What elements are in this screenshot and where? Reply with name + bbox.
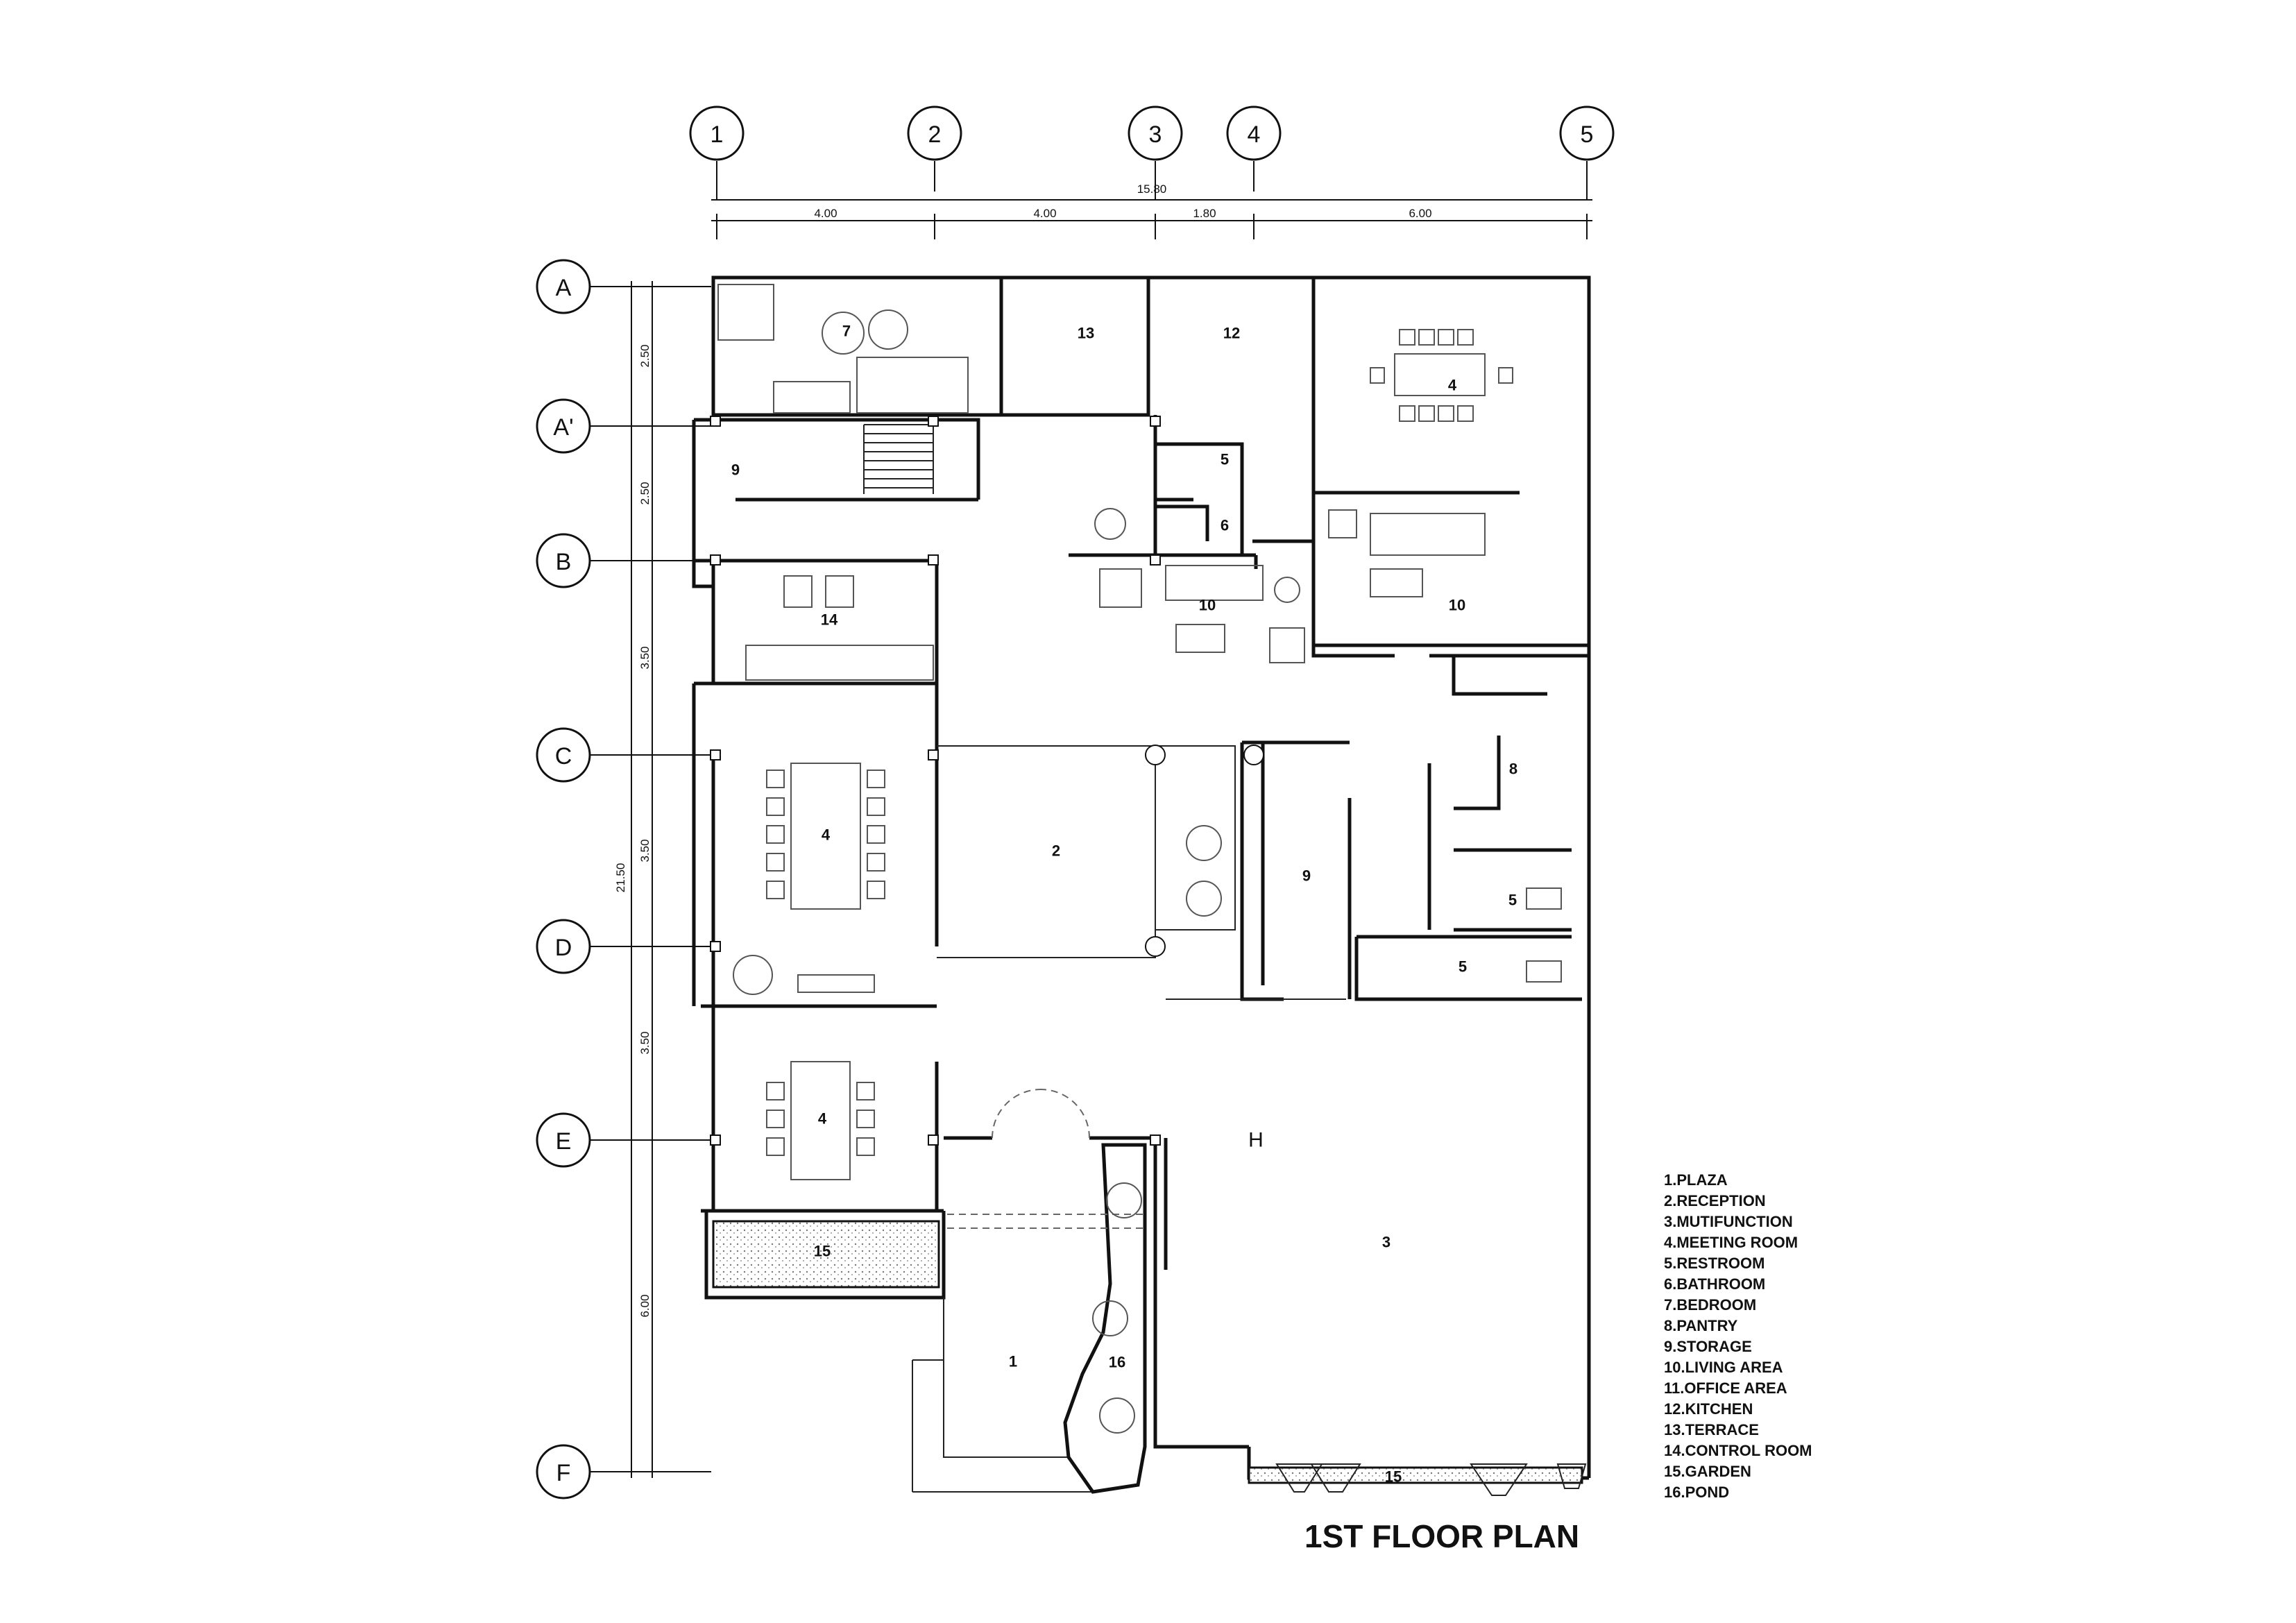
grid-row-d: D [536,919,711,974]
legend-item: 6.BATHROOM [1664,1275,1765,1293]
grid-row-label: A [556,275,572,301]
grid-row-label: E [556,1128,572,1155]
room-label-pond: 16 [1109,1354,1125,1371]
room-label-garden: 15 [814,1243,831,1260]
grid-row-label: C [555,743,572,770]
legend-item: 11.OFFICE AREA [1664,1379,1787,1397]
grid-column-label: 5 [1581,121,1594,148]
room-label-plaza: 1 [1009,1353,1017,1370]
grid-row-a: A [536,259,711,314]
furniture [710,284,1562,1434]
stair [864,424,934,494]
legend-item: 12.KITCHEN [1664,1400,1753,1418]
dimension-vertical: 3.50 [638,646,652,669]
room-label-h: H [1248,1129,1264,1152]
room-label-pantry: 8 [1509,760,1517,778]
room-label-restroom: 5 [1508,892,1517,909]
room-label-storage: 9 [731,461,740,479]
grid-column-3: 3 [1128,105,1183,200]
legend: 1.PLAZA 2.RECEPTION 3.MUTIFUNCTION 4.MEE… [1664,1171,1812,1501]
dimension-vertical: 6.00 [638,1294,652,1317]
walls [692,275,1591,1496]
dimension-overall-horizontal: 15.80 [1137,182,1167,196]
grid-column-1: 1 [689,105,745,200]
grid-column-label: 2 [928,121,942,148]
legend-item: 13.TERRACE [1664,1421,1759,1438]
grid-row-c: C [536,727,711,783]
room-label-garden: 15 [1385,1468,1402,1486]
legend-item: 8.PANTRY [1664,1317,1738,1334]
legend-item: 7.BEDROOM [1664,1296,1756,1314]
room-label-storage: 9 [1302,867,1311,885]
grid-row-b: B [536,533,711,588]
grid-row-a-prime: A' [536,398,711,454]
grid-row-label: D [555,935,572,961]
room-label-terrace: 13 [1078,325,1094,342]
grid-column-label: 3 [1149,121,1162,148]
legend-item: 4.MEETING ROOM [1664,1234,1798,1251]
grid-column-label: 4 [1248,121,1261,148]
plan-title: 1ST FLOOR PLAN [1304,1518,1579,1554]
dimension-horizontal: 1.80 [1193,207,1216,220]
room-label-meeting-room: 4 [1448,377,1457,394]
grid-column-label: 1 [711,121,724,148]
dimension-overall-vertical: 21.50 [614,863,627,893]
grid-column-4: 4 [1226,105,1282,192]
grid-row-label: F [556,1460,571,1486]
dimension-vertical: 3.50 [638,839,652,862]
room-label-bathroom: 6 [1221,517,1229,534]
legend-item: 9.STORAGE [1664,1338,1752,1355]
grid-column-5: 5 [1559,105,1615,200]
room-label-bedroom: 7 [842,323,851,340]
room-label-meeting-room: 4 [818,1110,827,1128]
grid-row-f: F [536,1444,711,1499]
legend-item: 3.MUTIFUNCTION [1664,1213,1793,1230]
legend-item: 15.GARDEN [1664,1463,1751,1480]
room-label-reception: 2 [1052,842,1060,860]
dimension-horizontal: 4.00 [814,207,837,220]
room-label-control-room: 14 [821,611,838,629]
grid-row-e: E [536,1112,711,1168]
dimension-vertical: 2.50 [638,482,652,504]
legend-item: 5.RESTROOM [1664,1255,1764,1272]
legend-item: 10.LIVING AREA [1664,1359,1783,1376]
legend-item: 2.RECEPTION [1664,1192,1766,1209]
grid-column-2: 2 [907,105,962,192]
room-label-living-area: 10 [1199,597,1216,614]
dimension-horizontal: 4.00 [1033,207,1056,220]
room-label-multifunction: 3 [1382,1234,1391,1251]
room-label-living-area: 10 [1449,597,1465,614]
grid-row-label: B [556,549,572,575]
dimension-horizontal: 6.00 [1409,207,1431,220]
legend-item: 1.PLAZA [1664,1171,1728,1189]
dimension-vertical: 2.50 [638,344,652,367]
grid-row-label: A' [553,414,573,441]
legend-item: 16.POND [1664,1484,1729,1501]
room-label-restroom: 5 [1221,451,1229,468]
room-label-meeting-room: 4 [822,826,831,844]
room-label-kitchen: 12 [1223,325,1240,342]
dimension-vertical: 3.50 [638,1031,652,1054]
room-label-restroom: 5 [1459,958,1467,976]
room-labels: 7 13 12 4 9 5 6 10 10 14 8 4 2 9 5 5 4 H… [731,323,1517,1486]
grid-lines: 1 2 3 4 5 15.80 4.00 4 [536,105,1615,1499]
legend-item: 14.CONTROL ROOM [1664,1442,1812,1459]
